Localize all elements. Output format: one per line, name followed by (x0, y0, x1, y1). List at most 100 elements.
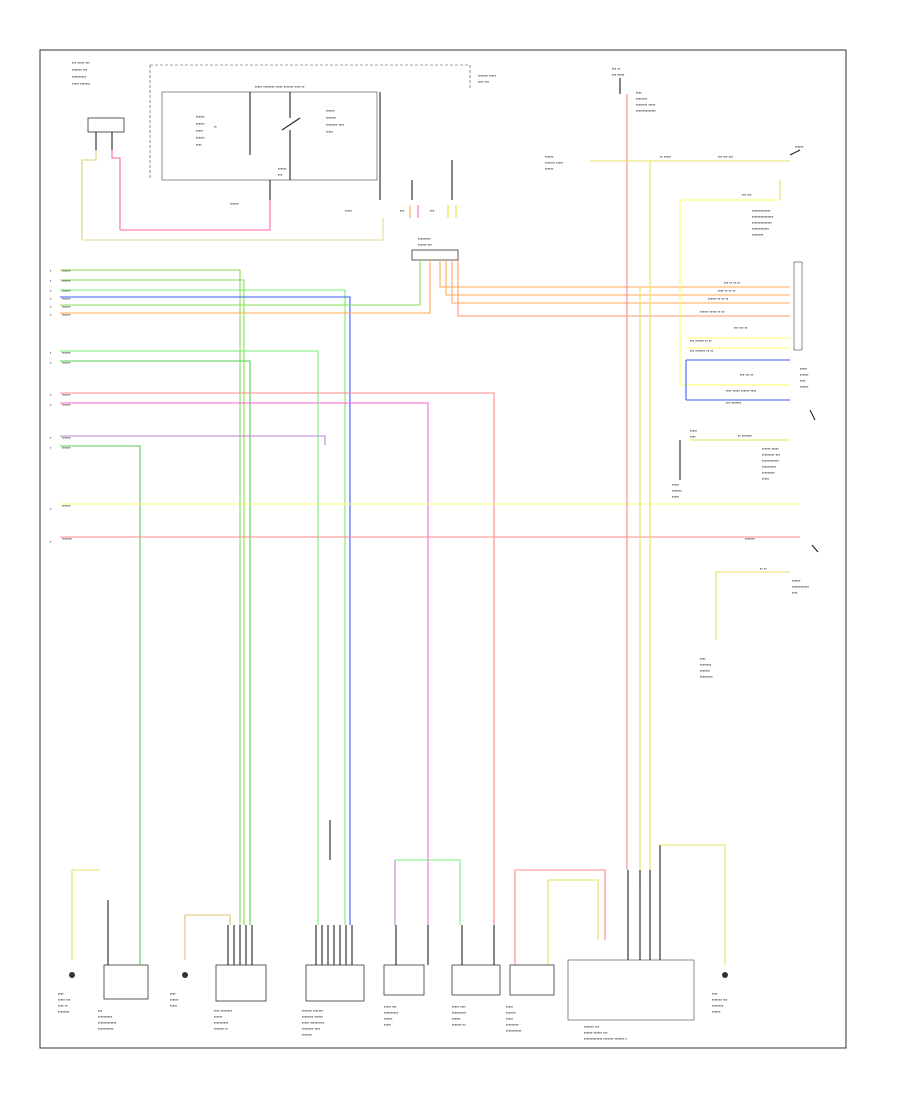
svg-text:▪▪▪▪: ▪▪▪▪ (196, 142, 202, 147)
climate-control-box (305, 964, 365, 1002)
relay-component-box (509, 964, 555, 996)
compressor-box (103, 964, 149, 1000)
svg-text:▪: ▪ (50, 445, 52, 450)
svg-text:▪▪▪▪▪▪▪▪▪▪▪▪: ▪▪▪▪▪▪▪▪▪▪▪▪ (762, 458, 780, 463)
svg-text:▪▪▪: ▪▪▪ (430, 208, 435, 213)
svg-text:▪▪▪▪▪▪▪▪▪▪▪▪▪ ▪▪▪▪▪▪▪ ▪▪▪▪▪▪▪: ▪▪▪▪▪▪▪▪▪▪▪▪▪ ▪▪▪▪▪▪▪ ▪▪▪▪▪▪▪ ▪ (584, 1036, 628, 1041)
svg-text:▪▪▪▪▪▪ ▪▪▪▪▪: ▪▪▪▪▪▪ ▪▪▪▪▪ (762, 446, 779, 451)
svg-text:▪▪▪▪▪ ▪▪▪: ▪▪▪▪▪ ▪▪▪ (384, 1004, 397, 1009)
svg-text:▪▪▪▪▪▪▪: ▪▪▪▪▪▪▪ (326, 115, 337, 120)
svg-text:▪▪▪: ▪▪▪ (98, 1008, 103, 1013)
svg-text:▪: ▪ (50, 296, 52, 301)
svg-text:▪▪▪▪▪▪▪: ▪▪▪▪▪▪▪ (506, 1010, 517, 1015)
svg-text:▪▪▪▪: ▪▪▪▪ (792, 590, 798, 595)
svg-text:▪▪▪▪▪▪: ▪▪▪▪▪▪ (326, 108, 335, 113)
svg-text:▪▪▪▪▪▪▪▪: ▪▪▪▪▪▪▪▪ (712, 1003, 724, 1008)
svg-text:▪▪▪▪: ▪▪▪▪ (690, 434, 696, 439)
svg-text:▪▪▪▪▪▪▪▪▪▪: ▪▪▪▪▪▪▪▪▪▪ (384, 1010, 399, 1015)
right-connector-strip (793, 261, 803, 351)
svg-text:▪▪▪▪ ▪▪▪: ▪▪▪▪ ▪▪▪ (478, 79, 490, 84)
svg-text:▪▪▪▪▪▪▪▪▪▪▪▪▪: ▪▪▪▪▪▪▪▪▪▪▪▪▪ (752, 208, 771, 213)
coolant-relay-group: ▪▪ ▪▪ ▪▪▪▪▪▪ ▪▪▪▪▪▪▪▪▪▪▪▪ ▪▪▪▪ ▪▪▪▪ ▪▪▪▪… (700, 544, 819, 679)
svg-text:▪▪▪▪▪▪: ▪▪▪▪▪▪ (792, 578, 801, 583)
svg-text:▪▪▪▪▪: ▪▪▪▪▪ (170, 1003, 178, 1008)
right-bus: ▪▪▪ ▪▪ ▪▪ ▪▪ ▪▪▪▪ ▪▪ ▪▪ ▪▪ ▪▪▪▪▪▪ ▪▪ ▪▪ … (439, 260, 790, 317)
svg-text:▪▪▪▪▪: ▪▪▪▪▪ (690, 428, 698, 433)
svg-text:▪: ▪ (50, 268, 52, 273)
svg-text:▪▪▪▪▪▪: ▪▪▪▪▪▪ (62, 445, 71, 450)
svg-text:▪▪▪▪▪: ▪▪▪▪▪ (326, 129, 334, 134)
svg-text:▪▪ ▪▪▪▪▪: ▪▪ ▪▪▪▪▪ (660, 154, 672, 159)
svg-text:▪: ▪ (50, 350, 52, 355)
svg-text:▪▪▪▪▪▪: ▪▪▪▪▪▪ (62, 435, 71, 440)
center-connector-cluster: ▪▪▪▪▪▪ ▪▪▪ ▪▪▪▪▪▪▪▪▪ (411, 236, 459, 261)
svg-text:▪: ▪ (50, 304, 52, 309)
svg-text:▪▪▪: ▪▪▪ (278, 172, 283, 177)
svg-text:▪▪▪▪▪▪▪ ▪▪▪▪▪: ▪▪▪▪▪▪▪ ▪▪▪▪▪ (545, 160, 564, 165)
svg-text:▪▪▪▪▪▪▪▪▪: ▪▪▪▪▪▪▪▪▪ (418, 236, 431, 241)
svg-text:▪▪▪▪▪▪: ▪▪▪▪▪▪ (545, 154, 554, 159)
svg-text:▪▪▪ ▪▪▪▪▪: ▪▪▪ ▪▪▪▪▪ (612, 72, 625, 77)
svg-text:▪▪▪▪▪▪▪▪ ▪▪▪▪▪▪: ▪▪▪▪▪▪▪▪ ▪▪▪▪▪▪ (302, 1014, 324, 1019)
svg-text:▪▪▪▪▪▪: ▪▪▪▪▪▪ (452, 1016, 461, 1021)
svg-text:▪▪▪▪▪ ▪▪▪▪: ▪▪▪▪▪ ▪▪▪▪ (452, 1004, 466, 1009)
svg-text:▪▪▪▪▪▪: ▪▪▪▪▪▪ (230, 201, 239, 206)
svg-text:▪▪▪: ▪▪▪ (400, 208, 405, 213)
svg-text:▪▪▪▪▪▪: ▪▪▪▪▪▪ (62, 402, 71, 407)
svg-text:▪▪▪▪▪▪: ▪▪▪▪▪▪ (170, 997, 179, 1002)
svg-text:▪: ▪ (50, 506, 52, 511)
svg-text:▪▪▪▪▪ ▪▪▪▪▪▪▪▪ ▪▪▪▪▪ ▪▪▪▪▪▪▪ ▪: ▪▪▪▪▪ ▪▪▪▪▪▪▪▪ ▪▪▪▪▪ ▪▪▪▪▪▪▪ ▪▪▪▪ ▪▪ (255, 84, 305, 89)
svg-text:▪▪▪▪▪▪▪: ▪▪▪▪▪▪▪ (62, 536, 73, 541)
svg-text:▪▪▪ ▪▪: ▪▪▪ ▪▪ (612, 66, 621, 71)
svg-text:▪: ▪ (50, 360, 52, 365)
svg-text:▪▪▪▪▪▪▪: ▪▪▪▪▪▪▪ (302, 1032, 313, 1037)
pressure-sensor-box (215, 964, 267, 1002)
lower-right-sensor: ▪▪▪▪▪ ▪▪▪▪ ▪▪ ▪▪▪▪▪▪▪ ▪▪▪▪▪ ▪▪▪▪▪▪▪ ▪▪▪▪… (672, 428, 790, 499)
svg-text:▪▪▪ ▪▪▪▪▪▪▪: ▪▪▪ ▪▪▪▪▪▪▪ (726, 400, 742, 405)
svg-text:▪▪▪▪▪▪: ▪▪▪▪▪▪ (62, 360, 71, 365)
svg-text:▪: ▪ (50, 312, 52, 317)
svg-text:▪▪▪▪▪▪: ▪▪▪▪▪▪ (62, 503, 71, 508)
svg-text:▪▪▪▪ ▪▪▪▪▪▪▪▪: ▪▪▪▪ ▪▪▪▪▪▪▪▪ (214, 1008, 233, 1013)
svg-text:▪▪▪▪▪▪: ▪▪▪▪▪▪ (800, 372, 809, 377)
svg-text:▪▪▪▪▪▪▪▪▪▪: ▪▪▪▪▪▪▪▪▪▪ (762, 464, 777, 469)
svg-text:▪▪▪▪▪▪: ▪▪▪▪▪▪ (62, 350, 71, 355)
svg-text:▪▪▪▪▪▪▪▪▪: ▪▪▪▪▪▪▪▪▪ (506, 1022, 519, 1027)
svg-text:▪: ▪ (50, 392, 52, 397)
svg-text:▪▪▪▪▪: ▪▪▪▪▪ (384, 1022, 392, 1027)
center-connector-box (411, 249, 459, 261)
svg-text:▪▪▪▪▪▪ ▪▪▪▪▪▪ ▪▪▪: ▪▪▪▪▪▪ ▪▪▪▪▪▪ ▪▪▪ (584, 1030, 608, 1035)
svg-text:▪▪▪▪ ▪▪ ▪▪ ▪▪: ▪▪▪▪ ▪▪ ▪▪ ▪▪ (718, 288, 736, 293)
svg-text:▪▪▪▪▪: ▪▪▪▪▪ (506, 1004, 514, 1009)
svg-text:▪▪▪▪: ▪▪▪▪ (636, 90, 642, 95)
svg-text:▪▪▪▪▪▪ ▪▪▪: ▪▪▪▪▪▪ ▪▪▪ (418, 242, 432, 247)
svg-text:▪▪▪ ▪▪▪▪▪▪▪ ▪▪ ▪▪: ▪▪▪ ▪▪▪▪▪▪▪ ▪▪ ▪▪ (690, 348, 714, 353)
svg-text:▪▪▪▪▪: ▪▪▪▪▪ (672, 494, 680, 499)
top-right-fuse-group: ▪▪▪ ▪▪ ▪▪▪ ▪▪▪▪▪ ▪▪▪▪ ▪▪▪▪▪▪▪▪ ▪▪▪▪▪▪▪▪ … (545, 66, 804, 887)
svg-text:▪▪▪▪▪▪▪▪▪▪▪▪▪: ▪▪▪▪▪▪▪▪▪▪▪▪▪ (98, 1020, 117, 1025)
svg-text:▪▪▪▪▪ ▪▪▪▪▪▪▪: ▪▪▪▪▪ ▪▪▪▪▪▪▪ (72, 81, 91, 86)
svg-text:▪▪▪▪▪▪▪▪: ▪▪▪▪▪▪▪▪ (58, 1009, 70, 1014)
svg-text:▪▪▪ ▪▪▪▪▪ ▪▪▪: ▪▪▪ ▪▪▪▪▪ ▪▪▪ (72, 60, 90, 65)
svg-text:▪▪▪ ▪▪▪ ▪▪▪: ▪▪▪ ▪▪▪ ▪▪▪ (718, 154, 734, 159)
svg-text:▪▪▪▪▪▪▪▪: ▪▪▪▪▪▪▪▪ (700, 662, 712, 667)
svg-text:▪▪▪▪▪▪ ▪▪ ▪▪ ▪▪: ▪▪▪▪▪▪ ▪▪ ▪▪ ▪▪ (708, 296, 729, 301)
svg-text:▪▪▪▪▪▪▪▪▪▪: ▪▪▪▪▪▪▪▪▪▪ (98, 1014, 113, 1019)
svg-text:▪▪▪▪▪▪▪▪▪▪: ▪▪▪▪▪▪▪▪▪▪ (72, 74, 87, 79)
svg-text:▪▪▪ ▪▪▪: ▪▪▪ ▪▪▪ (742, 192, 752, 197)
svg-text:▪▪▪ ▪▪▪▪▪▪ ▪▪ ▪▪: ▪▪▪ ▪▪▪▪▪▪ ▪▪ ▪▪ (690, 338, 712, 343)
svg-text:▪▪▪▪▪▪▪▪▪▪▪▪▪▪▪: ▪▪▪▪▪▪▪▪▪▪▪▪▪▪▪ (752, 214, 774, 219)
right-ground (722, 972, 728, 978)
svg-text:▪▪▪▪▪ ▪▪▪▪▪▪▪▪▪▪: ▪▪▪▪▪ ▪▪▪▪▪▪▪▪▪▪ (302, 1020, 325, 1025)
svg-text:▪▪▪▪▪▪▪▪ ▪▪▪▪: ▪▪▪▪▪▪▪▪ ▪▪▪▪ (302, 1026, 321, 1031)
svg-text:▪: ▪ (50, 539, 52, 544)
svg-text:▪▪▪▪▪▪▪▪: ▪▪▪▪▪▪▪▪ (752, 232, 764, 237)
svg-text:▪▪▪▪▪▪▪ ▪▪: ▪▪▪▪▪▪▪ ▪▪ (452, 1022, 466, 1027)
svg-text:▪▪▪▪▪▪▪▪▪: ▪▪▪▪▪▪▪▪▪ (762, 470, 775, 475)
diagram-frame (39, 49, 847, 1049)
svg-text:▪▪▪▪▪▪▪: ▪▪▪▪▪▪▪ (745, 536, 756, 541)
svg-text:▪▪▪▪▪: ▪▪▪▪▪ (800, 366, 808, 371)
svg-text:▪▪▪▪: ▪▪▪▪ (58, 991, 64, 996)
left-wire-bus: ▪ ▪▪▪▪▪▪ ▪ ▪▪▪▪▪▪ ▪ ▪▪▪▪▪▪ ▪ ▪▪▪▪▪▪ ▪ ▪▪… (50, 260, 800, 925)
svg-text:▪▪▪▪▪▪▪: ▪▪▪▪▪▪▪ (672, 488, 683, 493)
